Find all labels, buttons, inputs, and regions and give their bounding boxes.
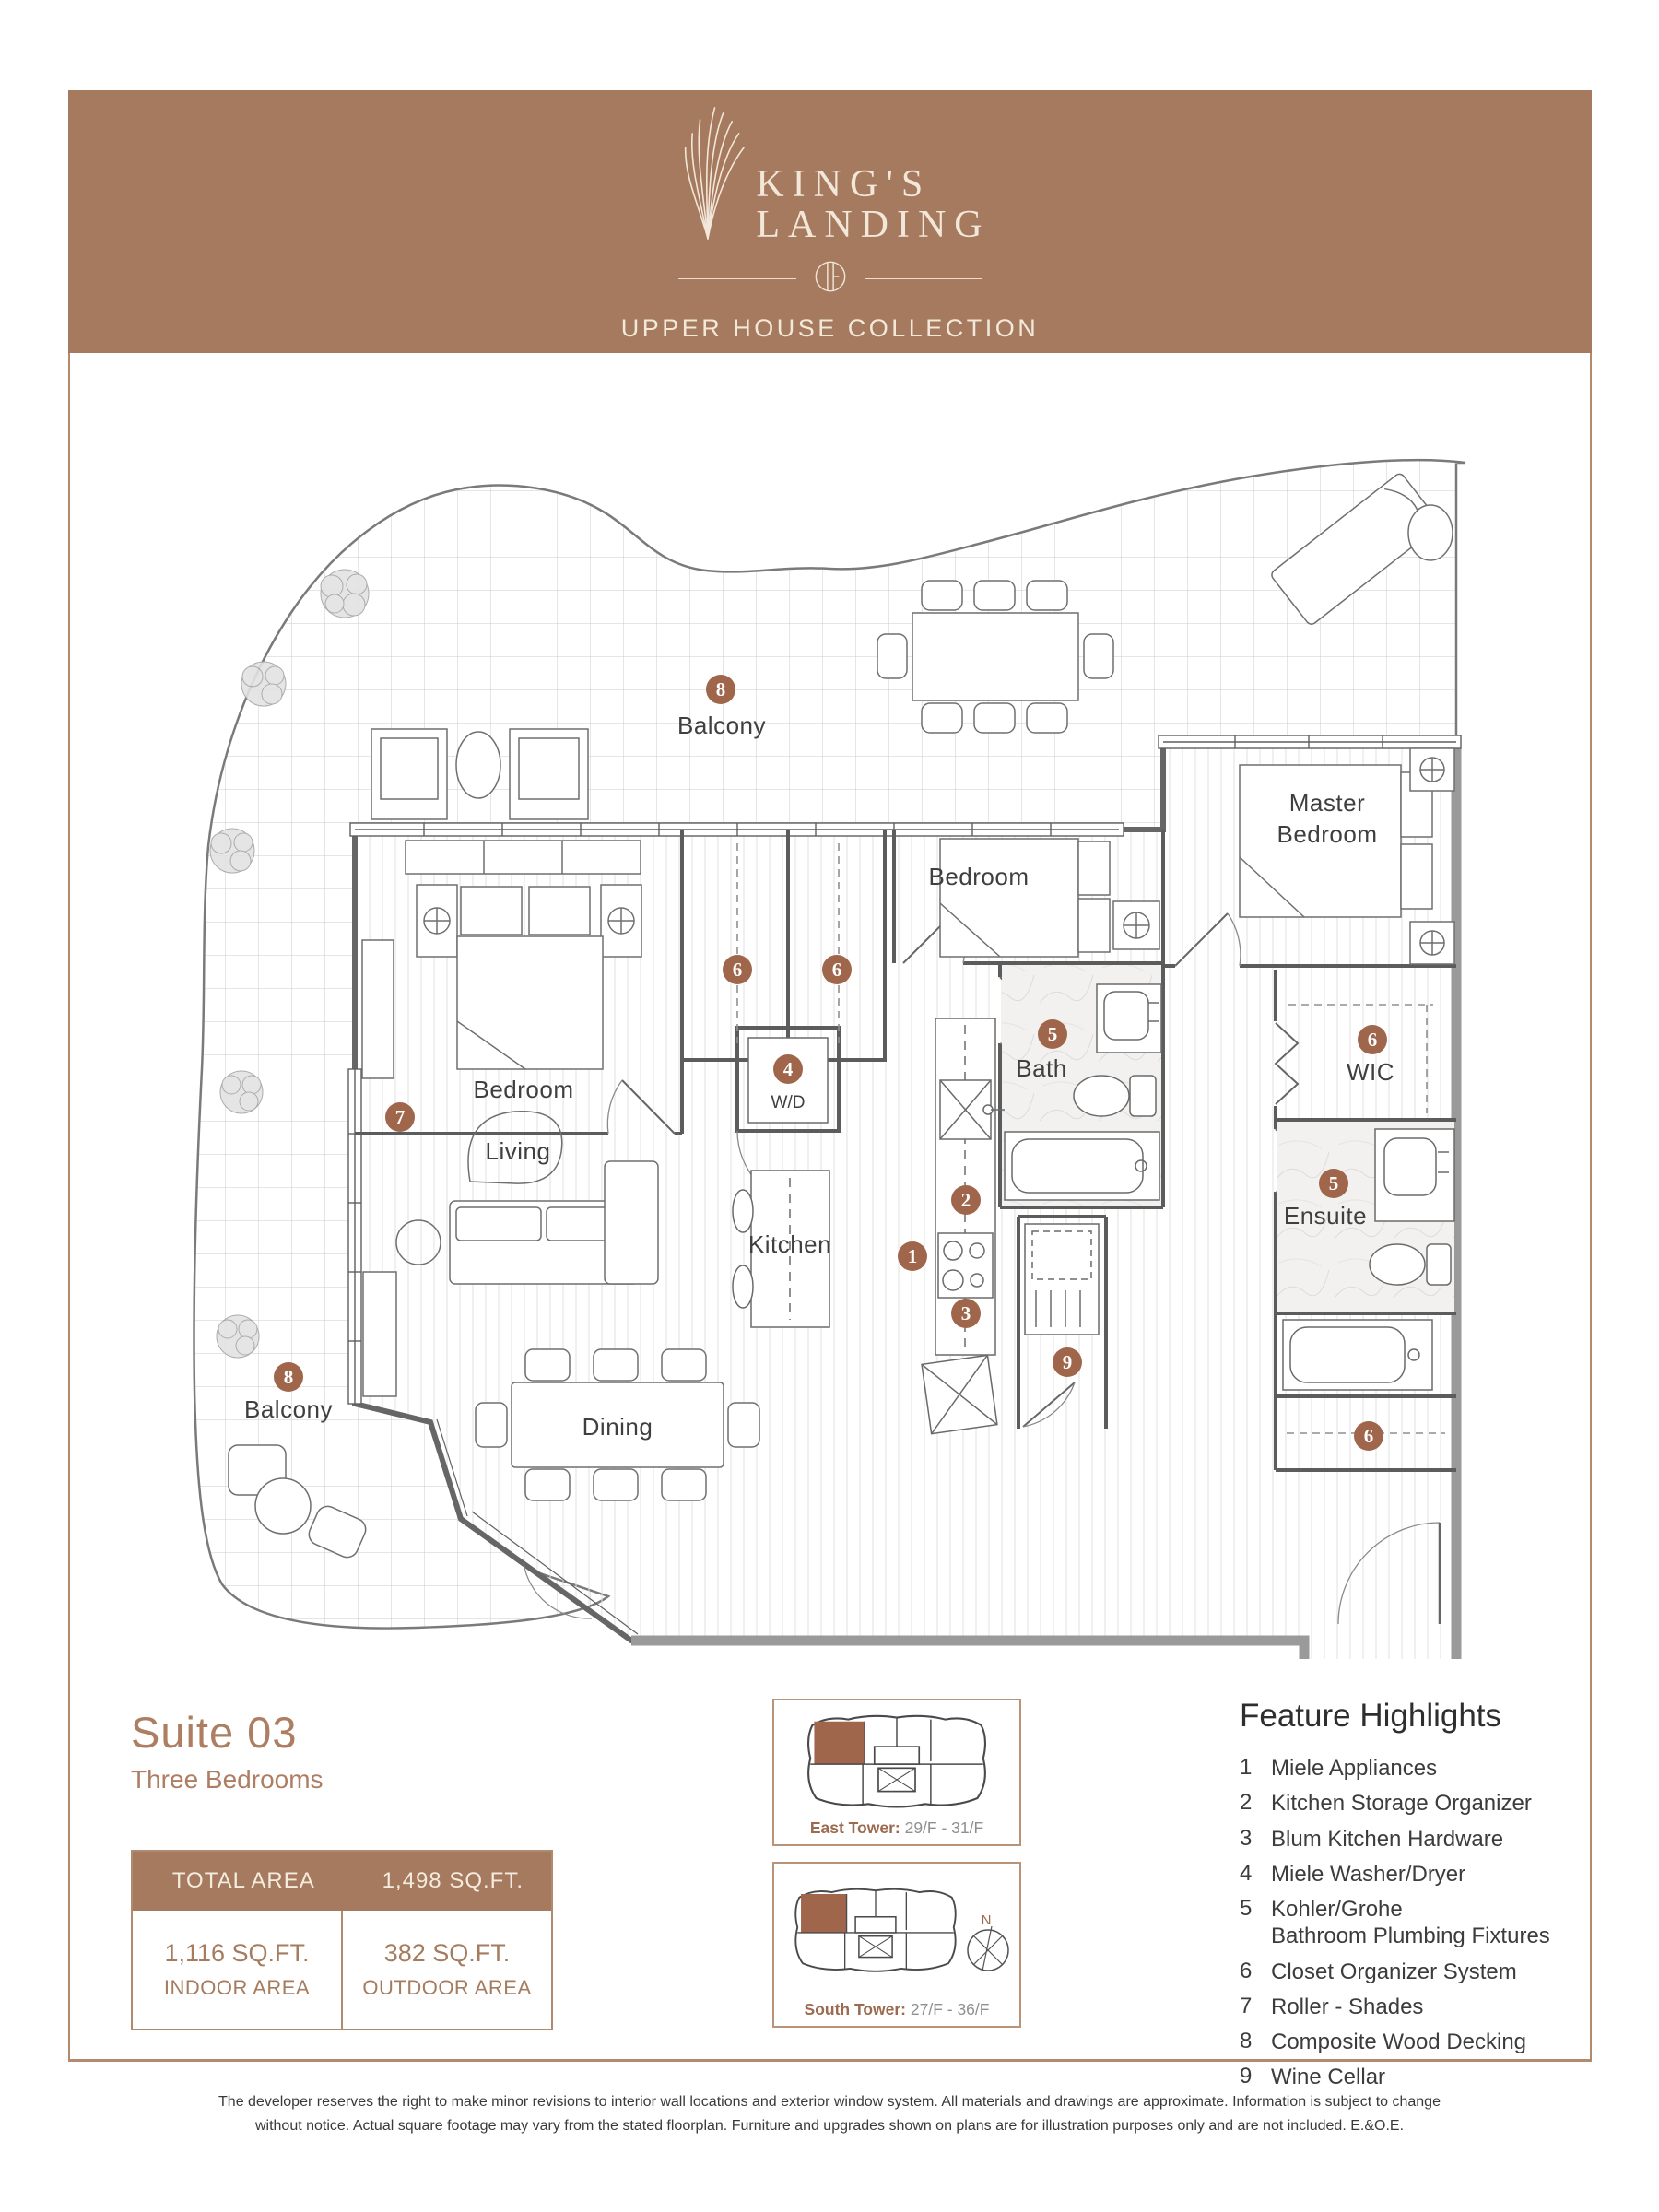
marker-6-wic: 6	[1368, 1029, 1378, 1051]
marker-6-closet-a: 6	[733, 959, 743, 981]
highlighted-unit	[801, 1894, 847, 1933]
brand-lockup: KING'S LANDING	[669, 101, 990, 246]
suite-title: Suite 03	[131, 1708, 298, 1757]
south-tower-keyplan: N South Tower: 27/F - 36/F	[772, 1862, 1021, 2028]
feature-markers: 8 8 6 6 4 5 6 5 6 7 2 1 3 9	[274, 675, 1387, 1451]
brand-line1: KING'S	[756, 163, 932, 206]
logo-divider	[677, 255, 982, 302]
label-balcony-bottom: Balcony	[244, 1395, 333, 1423]
label-wic: WIC	[1347, 1058, 1394, 1086]
uh-monogram-icon	[809, 255, 852, 302]
label-bedroom1: Bedroom	[474, 1076, 574, 1103]
label-wd: W/D	[771, 1093, 806, 1112]
marker-7-roller: 7	[395, 1106, 406, 1128]
south-tower-caption: South Tower: 27/F - 36/F	[804, 2000, 990, 2018]
indoor-area-label: INDOOR AREA	[163, 1976, 311, 1999]
header-banner: KING'S LANDING UPPER HOUSE COLLECTION	[68, 90, 1592, 353]
features-title: Feature Highlights	[1240, 1698, 1502, 1734]
east-keyplan-drawing	[807, 1714, 986, 1808]
total-area-label: TOTAL AREA	[171, 1868, 315, 1893]
svg-text:N: N	[982, 1912, 992, 1928]
page-frame	[68, 353, 1592, 2062]
disclaimer-line2: without notice. Actual square footage ma…	[254, 2117, 1405, 2134]
label-dining: Dining	[582, 1413, 653, 1441]
floorplan: Bedroom Bedroom Master Bedroom Bath WIC …	[92, 424, 1567, 1697]
marker-8-top: 8	[716, 678, 726, 700]
marker-4-washer: 4	[783, 1058, 794, 1080]
marker-5-ensuite: 5	[1329, 1172, 1339, 1194]
wine-cellar-cabinet	[1024, 1223, 1100, 1335]
south-keyplan-drawing	[794, 1888, 957, 1972]
bedroom2-furniture	[939, 838, 1160, 958]
leaf-logo-icon	[669, 101, 747, 246]
marker-3-hardware: 3	[961, 1302, 971, 1324]
patio-door-arc	[523, 1562, 593, 1619]
disclaimer: The developer reserves the right to make…	[157, 2090, 1502, 2137]
balcony-furniture	[228, 473, 1453, 1559]
marker-6-closet-b: 6	[832, 959, 842, 981]
brand-line2: LANDING	[756, 203, 991, 246]
label-kitchen: Kitchen	[748, 1230, 831, 1258]
marker-5-bath: 5	[1048, 1023, 1058, 1045]
label-ensuite: Ensuite	[1284, 1202, 1367, 1230]
indoor-area-value: 1,116 SQ.FT.	[164, 1939, 310, 1967]
marker-1-appliances: 1	[908, 1245, 918, 1267]
bath-room	[1002, 965, 1162, 1206]
indoor-area-cell: 1,116 SQ.FT. INDOOR AREA	[133, 1911, 343, 2029]
living-furniture	[362, 1110, 659, 1397]
area-table: TOTAL AREA 1,498 SQ.FT. 1,116 SQ.FT. IND…	[131, 1850, 553, 2030]
planter-trees	[209, 569, 370, 1359]
window-walls	[347, 735, 1462, 1635]
suite-subtitle: Three Bedrooms	[131, 1765, 324, 1794]
compass-icon: N	[967, 1912, 1009, 1971]
total-area-value: 1,498 SQ.FT.	[382, 1868, 524, 1893]
outdoor-area-value: 382 SQ.FT.	[383, 1939, 511, 1967]
label-balcony-top: Balcony	[677, 712, 766, 739]
dining-furniture	[475, 1348, 760, 1501]
label-master-2: Bedroom	[1277, 820, 1378, 848]
marker-8-bottom: 8	[284, 1366, 294, 1388]
label-bedroom2: Bedroom	[929, 863, 1030, 890]
collection-title: UPPER HOUSE COLLECTION	[620, 313, 1040, 342]
outdoor-area-label: OUTDOOR AREA	[362, 1976, 532, 1999]
outdoor-area-cell: 382 SQ.FT. OUTDOOR AREA	[343, 1911, 551, 2029]
marker-6-ensuite-closet: 6	[1364, 1425, 1374, 1447]
ensuite-room	[1277, 1122, 1455, 1391]
highlighted-unit	[814, 1721, 865, 1765]
master-furniture	[1239, 747, 1455, 965]
label-living: Living	[486, 1137, 551, 1165]
label-master-1: Master	[1289, 789, 1365, 817]
marker-9-wine: 9	[1063, 1351, 1073, 1373]
area-table-header: TOTAL AREA 1,498 SQ.FT.	[133, 1852, 551, 1911]
marker-2-storage: 2	[961, 1189, 971, 1211]
bedroom1-furniture	[361, 840, 642, 1079]
label-bath: Bath	[1016, 1054, 1067, 1082]
east-tower-keyplan: East Tower: 29/F - 31/F	[772, 1699, 1021, 1846]
east-tower-caption: East Tower: 29/F - 31/F	[809, 1818, 984, 1837]
disclaimer-line1: The developer reserves the right to make…	[218, 2094, 1441, 2110]
